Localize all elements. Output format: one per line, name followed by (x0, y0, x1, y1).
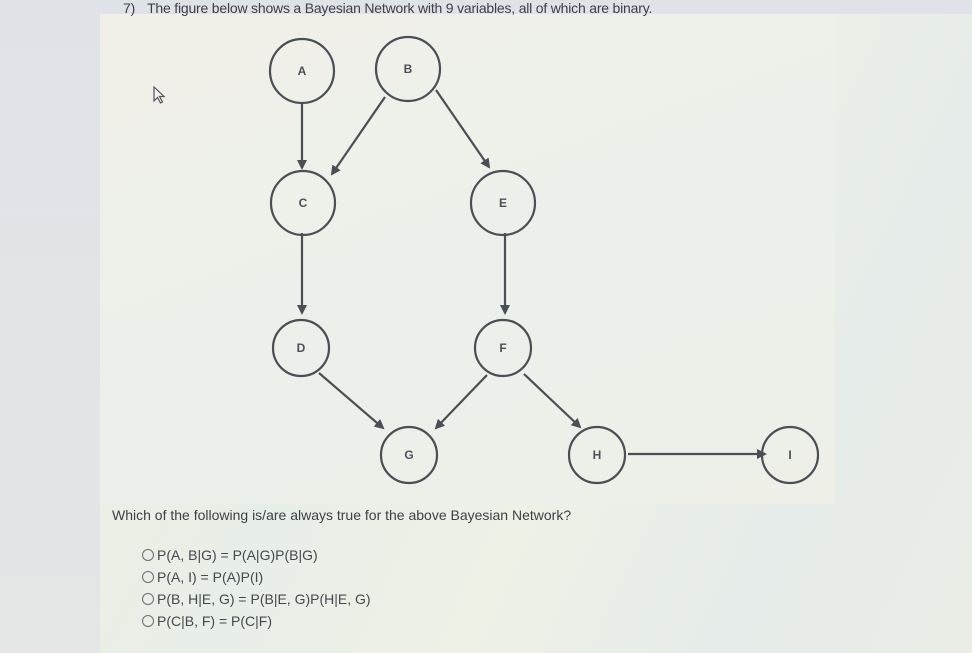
edge-f-h (523, 373, 582, 429)
node-h (567, 425, 627, 485)
edges (297, 89, 767, 459)
node-e (469, 169, 537, 237)
node-d (271, 318, 331, 378)
answer-option-2[interactable]: P(A, I) = P(A)P(I) (142, 566, 371, 588)
radio-button-icon[interactable] (142, 593, 154, 605)
node-label-c: C (298, 196, 308, 210)
mouse-pointer-icon (153, 86, 166, 104)
node-c (269, 169, 337, 237)
node-label-b: B (403, 62, 413, 76)
radio-button-icon[interactable] (142, 549, 154, 561)
node-g (379, 425, 439, 485)
radio-button-icon[interactable] (142, 615, 154, 627)
question-content-area (100, 14, 835, 504)
edge-d-g (318, 372, 385, 430)
question-prompt: Which of the following is/are always tru… (112, 507, 572, 523)
answer-option-4[interactable]: P(C|B, F) = P(C|F) (142, 610, 371, 632)
node-label-h: H (592, 448, 602, 462)
question-text: The figure below shows a Bayesian Networ… (147, 0, 653, 16)
answer-option-label: P(A, I) = P(A)P(I) (157, 569, 264, 585)
node-label-f: F (499, 341, 507, 355)
answer-options: P(A, B|G) = P(A|G)P(B|G) P(A, I) = P(A)P… (142, 544, 371, 632)
answer-option-label: P(A, B|G) = P(A|G)P(B|G) (157, 547, 318, 563)
node-label-g: G (404, 448, 414, 462)
node-label-i: I (788, 448, 792, 462)
node-label-a: A (297, 64, 307, 78)
nodes (268, 35, 820, 485)
answer-option-label: P(B, H|E, G) = P(B|E, G)P(H|E, G) (157, 591, 371, 607)
answer-option-3[interactable]: P(B, H|E, G) = P(B|E, G)P(H|E, G) (142, 588, 371, 610)
question-number: 7) (123, 0, 136, 16)
node-label-e: E (498, 196, 507, 210)
question-header: 7) The figure below shows a Bayesian Netw… (123, 0, 652, 16)
node-a (268, 37, 336, 105)
page-margin-top (100, 0, 972, 14)
page-margin-left (0, 0, 100, 653)
node-i (760, 425, 820, 485)
edge-f-g (434, 374, 488, 430)
edge-b-c (330, 96, 386, 176)
node-f (473, 318, 533, 378)
radio-button-icon[interactable] (142, 571, 154, 583)
answer-option-1[interactable]: P(A, B|G) = P(A|G)P(B|G) (142, 544, 371, 566)
node-b (374, 35, 442, 103)
answer-option-label: P(C|B, F) = P(C|F) (157, 613, 272, 629)
edge-b-e (435, 89, 491, 169)
node-label-d: D (296, 341, 306, 355)
